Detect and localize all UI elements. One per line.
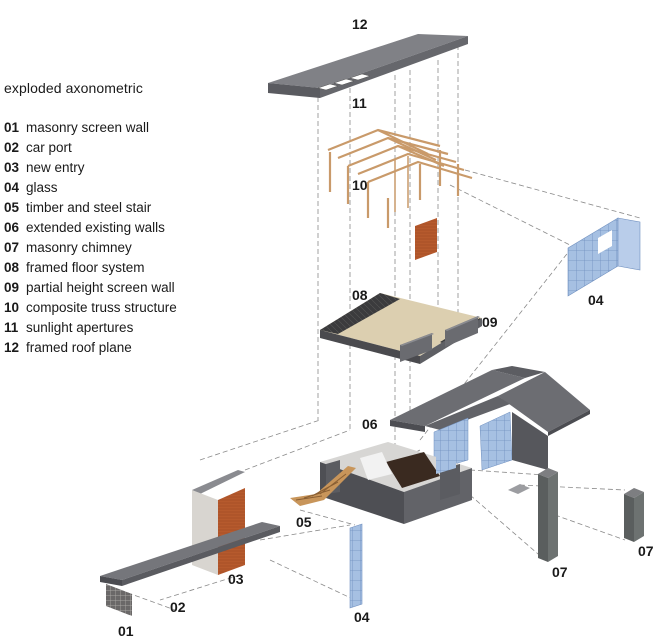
legend-list: 01 masonry screen wall 02 car port 03 new ent… [4,118,177,358]
legend-item-number: 04 [4,180,20,195]
legend-item-label: masonry chimney [26,240,132,255]
legend-item-label: extended existing walls [26,220,165,235]
legend-item-number: 09 [4,280,20,295]
framed-roof-plane [268,34,468,98]
car-port [100,522,280,586]
masonry-screen-wall [106,584,132,616]
glass-panels-upper [567,217,641,297]
sunlight-apertures [317,73,371,91]
legend-item-number: 11 [4,320,19,335]
callout-04-upper: 04 [588,292,604,308]
legend-item: 04 glass [4,178,177,198]
legend-item-number: 06 [4,220,20,235]
partial-height-screen-wall [400,316,480,362]
callout-01: 01 [118,623,134,639]
legend-item: 05 timber and steel stair [4,198,177,218]
callout-11: 11 [352,95,367,111]
legend-item: 06 extended existing walls [4,218,177,238]
callout-02: 02 [170,599,186,615]
legend-item-number: 08 [4,260,20,275]
legend-item: 10 composite truss structure [4,298,177,318]
masonry-chimney-back [624,488,644,542]
legend-item-label: framed roof plane [26,340,132,355]
legend-item-number: 12 [4,340,20,355]
legend-title: exploded axonometric [4,80,143,96]
legend-item-label: masonry screen wall [26,120,150,135]
legend-item-number: 03 [4,160,20,175]
callout-12: 12 [352,16,368,32]
legend-item-number: 10 [4,300,20,315]
legend-item-label: glass [26,180,58,195]
legend-item-number: 05 [4,200,20,215]
callout-09: 09 [482,314,498,330]
timber-and-steel-stair [290,466,356,506]
composite-truss-structure [327,128,473,228]
legend-item: 07 masonry chimney [4,238,177,258]
callout-07-back: 07 [638,543,654,559]
extended-existing-walls [320,442,472,524]
legend-item-label: composite truss structure [26,300,177,315]
masonry-chimney-front [538,468,558,562]
legend-item-label: partial height screen wall [26,280,175,295]
legend-item: 11 sunlight apertures [4,318,177,338]
glass-panels-lower [349,523,363,609]
callout-03: 03 [228,571,244,587]
legend-item-number: 02 [4,140,20,155]
legend-item-label: framed floor system [26,260,145,275]
legend: exploded axonometric 01 masonry screen wa… [4,80,177,358]
legend-item: 08 framed floor system [4,258,177,278]
callout-06: 06 [362,416,378,432]
legend-item-label: new entry [26,160,85,175]
chimney-cap [508,484,530,494]
callout-08: 08 [352,287,368,303]
legend-item: 03 new entry [4,158,177,178]
legend-item: 12 framed roof plane [4,338,177,358]
existing-house-roof [390,366,590,436]
legend-item: 09 partial height screen wall [4,278,177,298]
callouts: 12 11 10 04 08 09 06 05 03 07 07 02 01 0… [118,16,654,639]
legend-item-number: 01 [4,120,20,135]
callout-07-front: 07 [552,564,568,580]
callout-10: 10 [352,177,368,193]
legend-item: 02 car port [4,138,177,158]
callout-05: 05 [296,514,312,530]
callout-04-lower: 04 [354,609,370,625]
legend-item-label: car port [26,140,72,155]
legend-item-number: 07 [4,240,20,255]
legend-item-label: timber and steel stair [26,200,152,215]
legend-item: 01 masonry screen wall [4,118,177,138]
legend-item-label: sunlight apertures [26,320,134,335]
timber-panel-upper [415,218,437,260]
